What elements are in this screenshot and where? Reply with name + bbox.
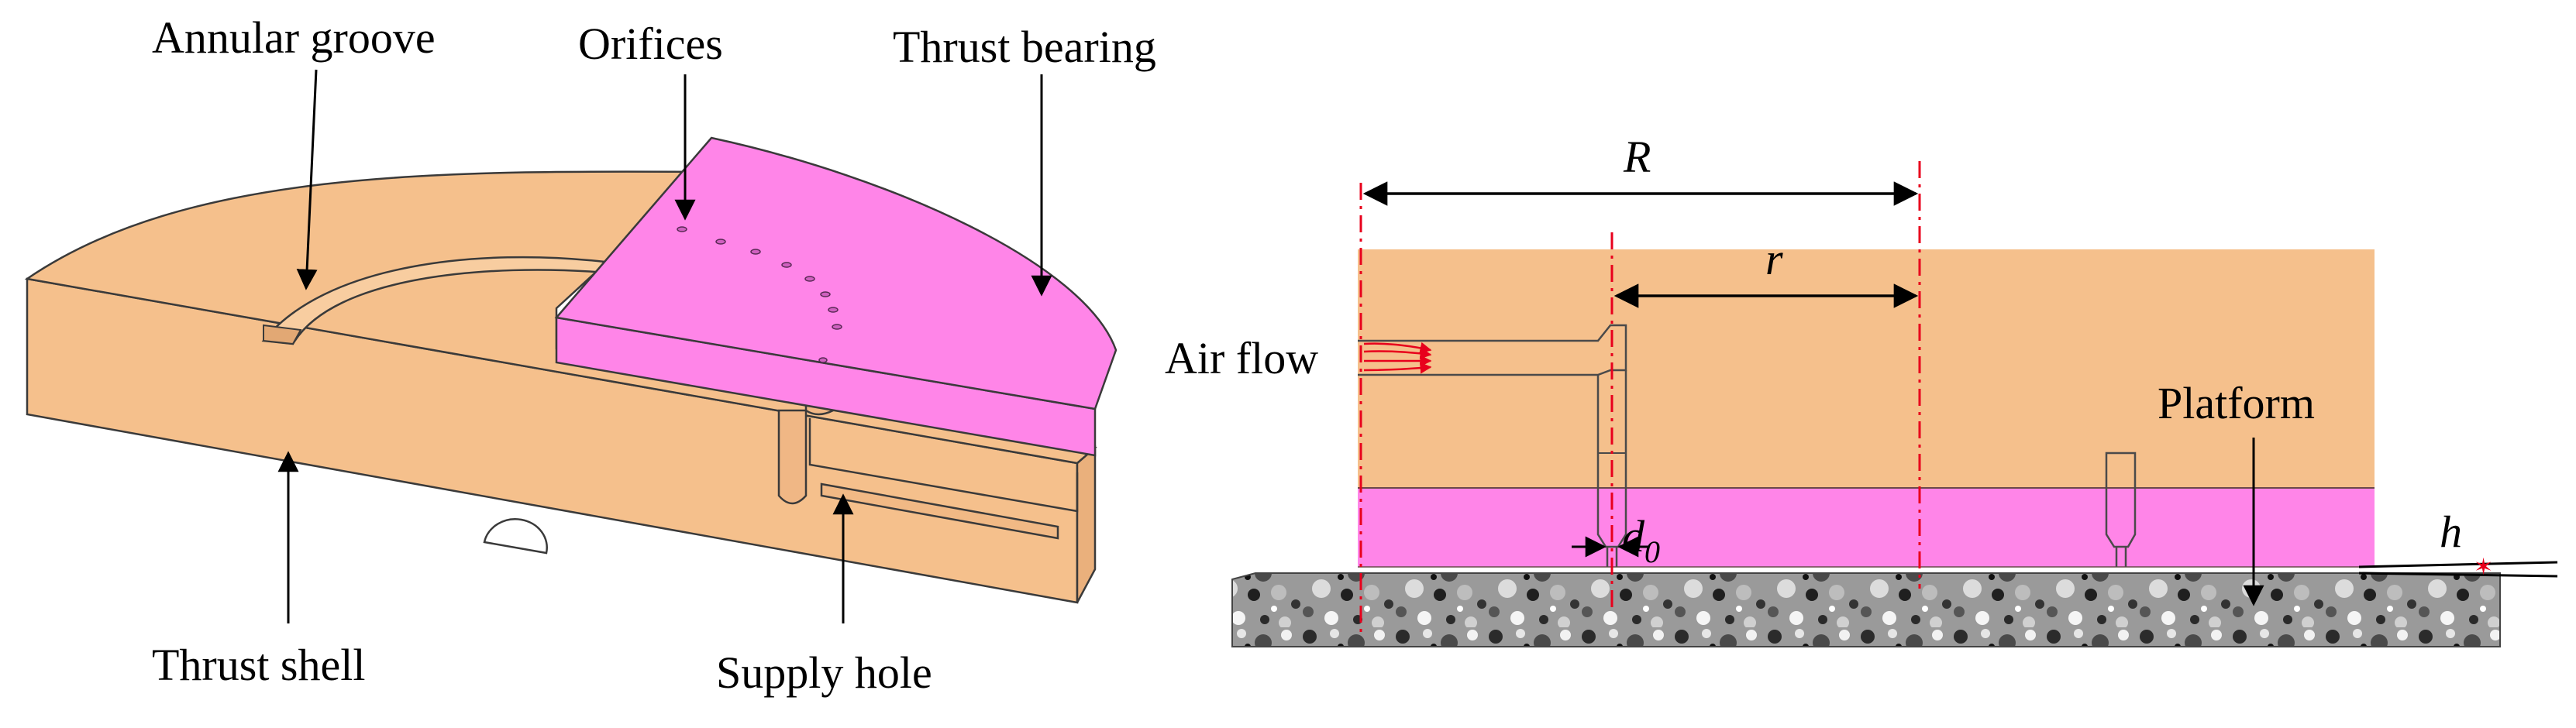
orifice xyxy=(750,249,761,255)
axis-lines xyxy=(1359,161,1921,635)
shell-bottom-notch xyxy=(483,518,548,555)
platform-label: Platform xyxy=(2158,378,2315,428)
section-thrust-bearing xyxy=(1358,488,2375,567)
air-flow-arrows xyxy=(1363,342,1432,374)
thrust-bearing-label: Thrust bearing xyxy=(893,22,1156,72)
clearance-line-top xyxy=(2358,561,2558,568)
air-flow-label: Air flow xyxy=(1165,333,1318,383)
annular-groove-cut xyxy=(263,324,302,345)
thrust-shell-right-face xyxy=(1076,445,1097,603)
orifice-row xyxy=(677,226,842,363)
platform-granite xyxy=(1231,572,2501,647)
orifice xyxy=(715,239,726,245)
left-vertical-hole xyxy=(1596,370,1627,548)
d0-main: d xyxy=(1622,511,1645,561)
supply-channel xyxy=(820,482,1059,540)
right-section-view: R r d0 ✶ h Platform Air flow xyxy=(1165,132,2558,647)
clearance-line-bottom xyxy=(2358,572,2558,578)
orifice xyxy=(677,226,687,232)
orifice xyxy=(828,307,839,313)
thrust-bearing-top-face xyxy=(554,136,1118,410)
orifice xyxy=(781,262,792,268)
thrust-shell-label: Thrust shell xyxy=(152,640,365,690)
dimension-r-label: r xyxy=(1765,234,1783,284)
orifice xyxy=(804,276,815,282)
right-vertical-hole xyxy=(2105,452,2137,548)
clearance-marker: ✶ xyxy=(2474,554,2493,581)
supply-hole-cylinder xyxy=(777,409,808,505)
orifice xyxy=(832,324,842,330)
annular-groove-arrow xyxy=(296,69,318,290)
supply-hole-label: Supply hole xyxy=(716,647,932,698)
dimension-R-label: R xyxy=(1623,132,1651,182)
d0-sub: 0 xyxy=(1644,534,1660,569)
d0-label: d0 xyxy=(1622,511,1660,569)
orifice xyxy=(818,357,828,363)
annular-groove-label: Annular groove xyxy=(152,12,436,63)
orifice xyxy=(820,291,831,297)
clearance-h-label: h xyxy=(2440,507,2462,557)
left-3d-view: Annular groove Orifices Thrust bearing T… xyxy=(24,12,1156,698)
orifices-label: Orifices xyxy=(578,19,723,69)
shell-section-step xyxy=(808,418,1079,513)
